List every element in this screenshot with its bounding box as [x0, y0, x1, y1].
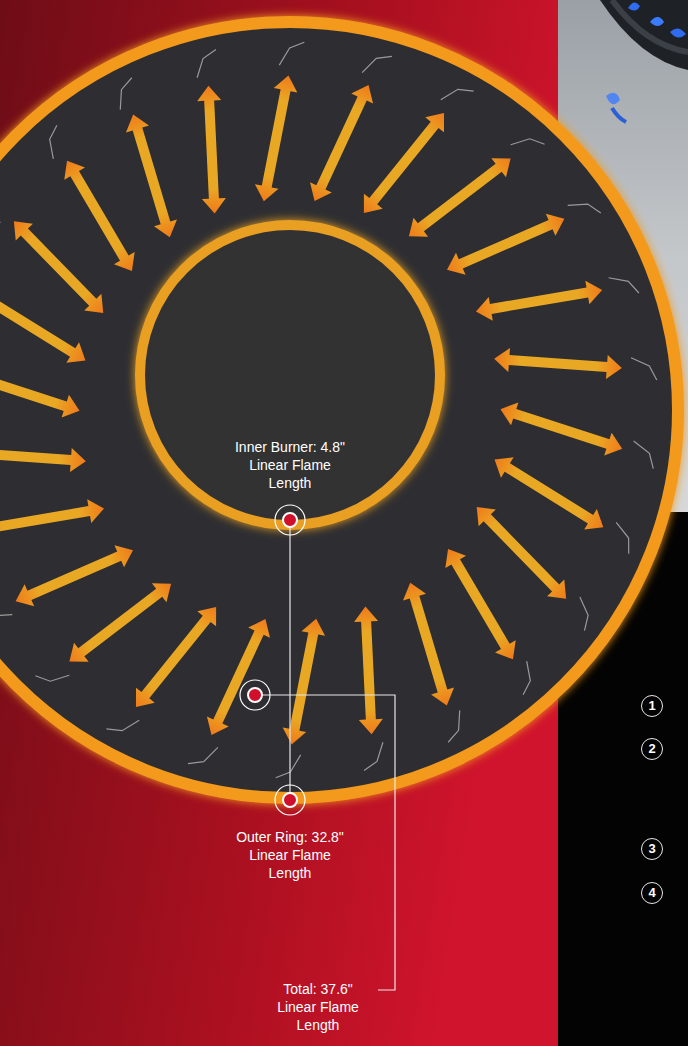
flame-arrow: [0, 440, 87, 473]
flame-arrow: [438, 543, 524, 665]
flame-arrow: [62, 574, 178, 671]
flame-port: [634, 441, 654, 469]
flame-port: [511, 139, 545, 145]
flame-port: [120, 78, 132, 110]
flame-arrow: [5, 213, 112, 321]
flame-arrow: [122, 111, 182, 241]
flame-arrow: [442, 208, 569, 281]
flame-arrow: [0, 283, 92, 371]
callout-number: 2: [641, 738, 663, 760]
flame-arrow: [355, 106, 454, 221]
flame-port: [609, 278, 639, 293]
leader-lines: [255, 520, 395, 990]
flame-arrow: [0, 497, 106, 542]
flame-arrow: [252, 73, 300, 203]
flame-port: [35, 675, 69, 681]
flame-arrows: [0, 73, 626, 747]
callout-number: 1: [641, 695, 663, 717]
inner-burner: [140, 225, 440, 525]
callout-number: 4: [641, 882, 663, 904]
flame-port: [276, 755, 301, 778]
flame-arrow: [402, 149, 518, 246]
flame-port: [0, 189, 1, 223]
number-text: 2: [648, 742, 655, 756]
callout-text: Inner Burner: 4.8" Linear Flame Length: [234, 438, 346, 492]
flame-arrow: [280, 617, 328, 747]
flame-arrow: [57, 155, 143, 277]
callout-number: 3: [641, 838, 663, 860]
flame-arrow: [493, 347, 622, 380]
flame-arrow: [399, 579, 459, 709]
flame-port: [580, 597, 588, 631]
number-text: 3: [648, 842, 655, 856]
outer-ring: [0, 22, 678, 798]
flame-port: [279, 42, 304, 65]
flame-port: [523, 661, 530, 695]
flame-arrow: [0, 360, 83, 422]
flame-port: [362, 56, 392, 72]
flame-arrow: [474, 278, 604, 323]
callout-text: Total: 37.6" Linear Flame Length: [262, 980, 374, 1034]
flame-port: [50, 125, 57, 159]
flame-arrow: [201, 614, 277, 740]
flame-ports: [0, 42, 657, 777]
flame-port: [106, 720, 139, 730]
flame-arrow: [488, 449, 609, 537]
flame-port: [364, 742, 383, 770]
flame-port: [0, 607, 12, 616]
flame-port: [197, 50, 216, 78]
flame-arrow: [468, 499, 575, 607]
flame-port: [441, 89, 474, 99]
measure-points: [240, 505, 305, 815]
flame-arrow: [304, 80, 380, 206]
flame-port: [616, 522, 629, 554]
flame-port: [631, 358, 657, 380]
callout-text: Outer Ring: 32.8" Linear Flame Length: [234, 828, 346, 882]
flame-port: [188, 747, 218, 763]
flame-arrow: [196, 85, 226, 214]
flame-port: [568, 204, 601, 213]
flame-arrow: [497, 398, 626, 460]
number-text: 4: [648, 886, 655, 900]
flame-arrow: [127, 600, 226, 715]
flame-arrow: [11, 539, 138, 612]
number-text: 1: [648, 699, 655, 713]
flame-port: [448, 710, 460, 742]
flame-arrow: [353, 606, 383, 735]
